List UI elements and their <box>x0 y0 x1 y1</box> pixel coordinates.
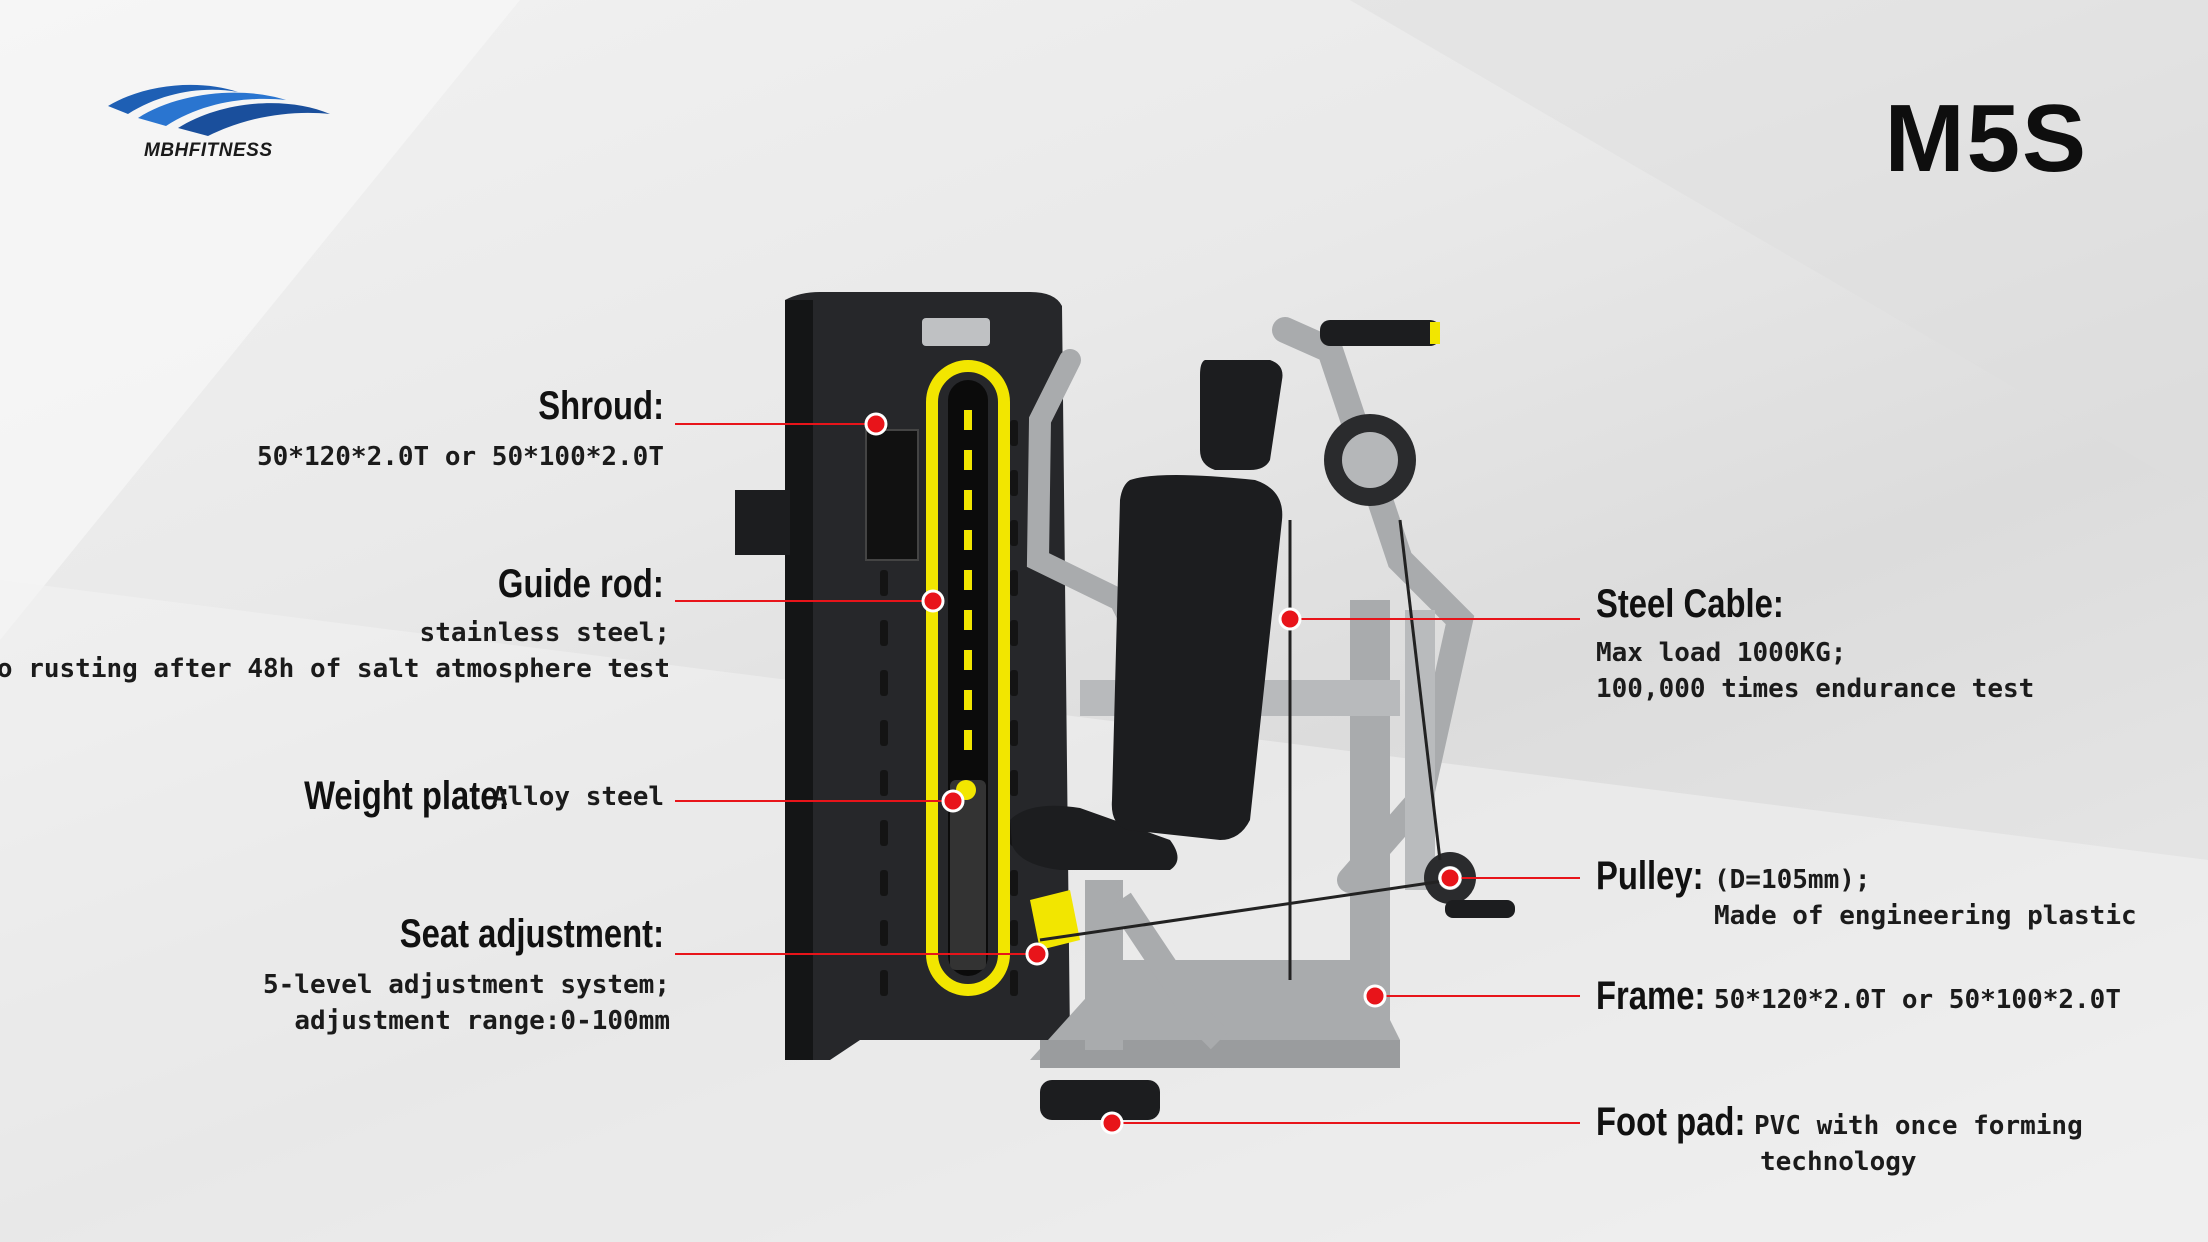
callout-desc: 50*120*2.0T or 50*100*2.0T <box>1714 984 2121 1015</box>
callout-desc: 100,000 times endurance test <box>1596 674 2035 704</box>
callout-desc: 5-level adjustment system; <box>263 970 670 1000</box>
brand-logo: MBHFITNESS <box>108 78 338 178</box>
callout-weight-plate: Weight plate: Alloy steel <box>259 774 664 819</box>
callout-seat-adjustment: Seat adjustment: 5-level adjustment syst… <box>263 912 670 1039</box>
callout-frame: Frame: 50*120*2.0T or 50*100*2.0T <box>1596 974 2121 1019</box>
callout-desc: Max load 1000KG; <box>1596 638 1847 668</box>
callout-steel-cable: Steel Cable: Max load 1000KG; 100,000 ti… <box>1596 582 2034 707</box>
callout-desc: (D=105mm); <box>1714 865 1871 895</box>
callout-desc: Made of engineering plastic <box>1714 901 2137 931</box>
callout-title: Seat adjustment: <box>399 912 664 956</box>
callout-desc: Alloy steel <box>491 781 664 812</box>
callout-title: Frame: <box>1596 974 1706 1018</box>
callout-desc: stainless steel; <box>419 618 670 648</box>
callout-desc: adjustment range:0-100mm <box>294 1006 670 1036</box>
model-number: M5S <box>1884 85 2088 192</box>
callout-title: Steel Cable: <box>1596 582 1784 626</box>
logo-wordmark: MBHFITNESS <box>144 140 273 161</box>
callout-desc: PVC with once forming <box>1754 1111 2083 1141</box>
callout-foot-pad: Foot pad: PVC with once forming technolo… <box>1596 1100 2083 1180</box>
callout-desc: technology <box>1760 1147 1917 1177</box>
callout-title: Guide rod: <box>498 562 664 606</box>
callout-title: Shroud: <box>538 384 664 428</box>
callout-guide-rod: Guide rod: stainless steel; no rusting a… <box>0 562 670 687</box>
callout-pulley: Pulley: (D=105mm); Made of engineering p… <box>1596 854 2137 934</box>
callout-shroud: Shroud: 50*120*2.0T or 50*100*2.0T <box>257 384 664 475</box>
callout-title: Foot pad: <box>1596 1100 1746 1144</box>
callout-desc: no rusting after 48h of salt atmosphere … <box>0 654 670 684</box>
callout-desc: 50*120*2.0T or 50*100*2.0T <box>257 442 664 472</box>
wave-logo-icon <box>108 84 330 136</box>
callout-title: Weight plate: <box>304 774 510 818</box>
callout-title: Pulley: <box>1596 854 1704 898</box>
